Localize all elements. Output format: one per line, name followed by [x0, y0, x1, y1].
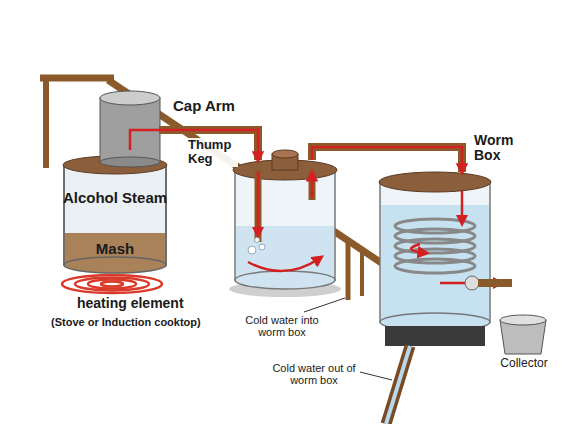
heating-coil: [62, 275, 162, 293]
wooden-frame: [43, 78, 49, 168]
note-text: (Stove or Induction cooktop): [50, 316, 202, 328]
pot-still: [64, 257, 166, 273]
thump-keg-box: Thump Keg: [233, 160, 337, 288]
thump-keg: [309, 170, 316, 200]
part-name: Worm Box: [474, 133, 526, 164]
pot-still: [100, 157, 160, 167]
heating-coil: [62, 275, 162, 293]
thump-keg: [235, 271, 335, 289]
pot-still: [165, 165, 167, 265]
pot-still: [63, 156, 167, 174]
worm-box: [380, 182, 490, 322]
wooden-frame: [40, 78, 392, 300]
worm-box: [379, 172, 512, 346]
heating-coil: [101, 282, 123, 287]
pot-still: [130, 130, 168, 150]
part-name: Collector: [488, 357, 560, 370]
chamber-label: Alcohol Steam: [62, 190, 168, 207]
part-name: Cap Arm: [172, 98, 236, 115]
thump-keg: [248, 258, 320, 271]
pot-still: [63, 165, 65, 265]
thump-keg: [255, 170, 262, 242]
cold-water-pipe: [386, 346, 410, 424]
callout-text: Cold water into worm box: [238, 314, 326, 338]
worm-box: [379, 172, 491, 192]
thump-keg: [257, 172, 260, 234]
thump-keg: [255, 238, 260, 243]
thump-keg: [236, 226, 334, 280]
cold-water-pipe: [386, 346, 410, 424]
heating-coil: [88, 280, 136, 289]
worm-box: [395, 259, 475, 273]
thump-keg: [248, 246, 256, 254]
wooden-frame: [40, 75, 114, 82]
heating-coil: [75, 278, 149, 291]
worm-box: [385, 326, 485, 346]
thump-keg: [259, 244, 265, 250]
wooden-frame: [360, 248, 364, 296]
worm-box: [411, 244, 425, 253]
chamber-label: Mash: [62, 241, 168, 258]
worm-box: [478, 279, 512, 287]
leader-line: [304, 298, 345, 312]
collector-bucket: [500, 315, 546, 354]
flow-arrow: [312, 147, 462, 172]
worm-box: [381, 205, 489, 322]
worm-box: [465, 276, 479, 290]
callout-text: Cold water out of worm box: [268, 362, 360, 386]
wooden-frame: [346, 238, 351, 300]
pipe-connector: [312, 147, 462, 172]
thump-keg: [272, 150, 298, 158]
leader-line: [360, 372, 392, 380]
worm-box-tank: Worm Box: [378, 172, 492, 327]
collector-bucket: [500, 315, 546, 325]
thump-keg: [311, 174, 314, 198]
pot-still: Alcohol SteamMash: [62, 92, 168, 270]
pot-still: [100, 91, 160, 105]
pot-still: [63, 91, 169, 273]
collector-box: Collector: [488, 312, 560, 374]
thump-keg: [229, 150, 341, 297]
part-name: heating element: [76, 296, 185, 311]
part-name: Thump Keg: [188, 138, 238, 167]
cold-water-pipe: [386, 346, 410, 424]
thump-keg: [235, 170, 335, 280]
pipe: [312, 147, 462, 172]
